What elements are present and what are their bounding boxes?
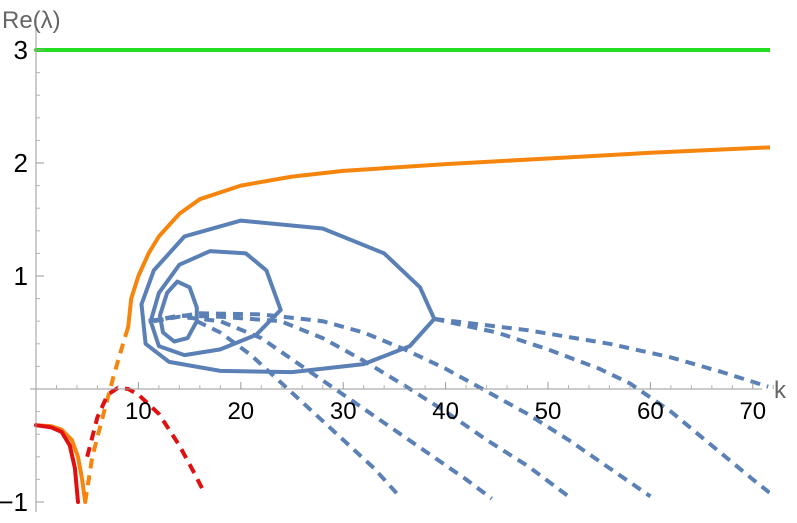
series-line-9 bbox=[195, 319, 401, 498]
y-axis-label: Re(λ) bbox=[2, 7, 61, 34]
x-axis-label: k bbox=[774, 377, 787, 404]
series-line-14 bbox=[434, 316, 769, 389]
series-layer bbox=[34, 48, 770, 504]
series-line-6 bbox=[157, 279, 199, 344]
series-line-7 bbox=[148, 249, 283, 358]
axes-layer bbox=[30, 18, 774, 512]
series-line-4 bbox=[34, 423, 80, 504]
x-tick-label: 30 bbox=[330, 398, 357, 425]
y-tick-label: 3 bbox=[14, 35, 28, 65]
series-line-11 bbox=[148, 313, 570, 499]
series-line-12 bbox=[148, 311, 652, 499]
x-tick-label: 40 bbox=[432, 398, 459, 425]
x-tick-label: 10 bbox=[125, 398, 152, 425]
labels-layer: 10 20 30 40 50 60 70 −1 1 2 3 k Re(λ) bbox=[0, 7, 787, 517]
x-tick-label: 20 bbox=[227, 398, 254, 425]
y-tick-label: 1 bbox=[14, 261, 28, 291]
series-line-3 bbox=[83, 326, 131, 503]
y-tick-label: 2 bbox=[14, 148, 28, 178]
series-line-1 bbox=[126, 145, 770, 329]
x-tick-label: 50 bbox=[535, 398, 562, 425]
y-tick-label: −1 bbox=[0, 487, 28, 517]
series-line-5 bbox=[85, 385, 207, 496]
x-tick-label: 60 bbox=[637, 398, 664, 425]
x-tick-label: 70 bbox=[739, 398, 766, 425]
series-line-13 bbox=[433, 316, 770, 496]
series-line-8 bbox=[139, 218, 437, 375]
